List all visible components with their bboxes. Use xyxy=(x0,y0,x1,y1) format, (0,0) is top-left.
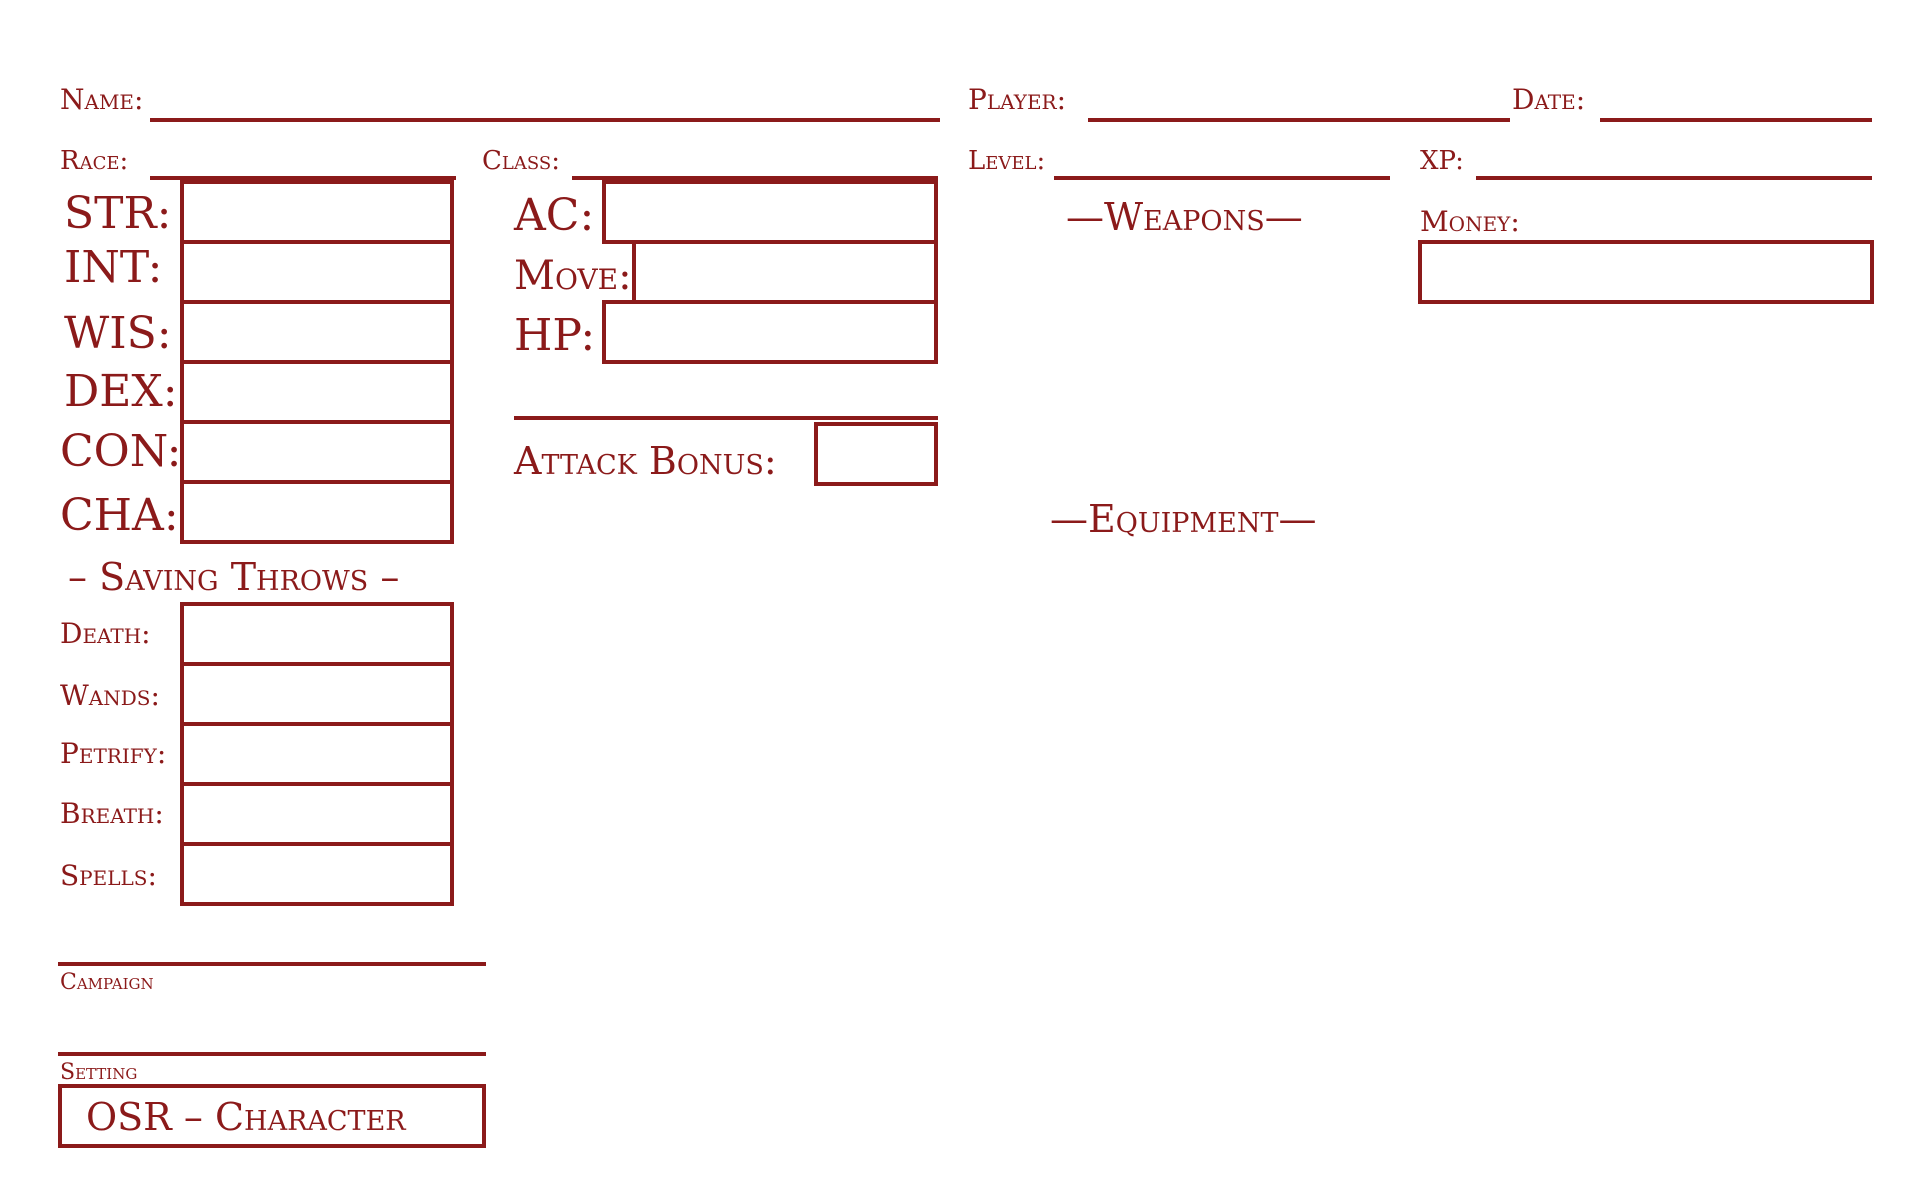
setting-label: Setting xyxy=(60,1060,138,1085)
setting-field[interactable] xyxy=(58,1052,486,1056)
name-label: Name: xyxy=(60,83,144,116)
player-field[interactable] xyxy=(1088,118,1510,122)
class-label: Class: xyxy=(482,146,560,176)
sheet-title-box: OSR – Character xyxy=(58,1084,486,1148)
campaign-label: Campaign xyxy=(60,970,154,995)
race-field[interactable] xyxy=(150,176,456,180)
hp-label: HP: xyxy=(514,310,596,361)
campaign-field[interactable] xyxy=(58,962,486,966)
equipment-heading: —Equipment— xyxy=(1050,497,1317,541)
ac-box[interactable] xyxy=(602,180,938,244)
int-box[interactable] xyxy=(180,240,454,304)
spells-label: Spells: xyxy=(60,859,157,892)
petrify-box[interactable] xyxy=(180,722,454,786)
attack-bonus-label: Attack Bonus: xyxy=(514,439,777,483)
level-label: Level: xyxy=(968,146,1046,176)
date-field[interactable] xyxy=(1600,118,1872,122)
combat-divider xyxy=(514,416,938,420)
attack-bonus-box[interactable] xyxy=(814,422,938,486)
level-field[interactable] xyxy=(1054,176,1390,180)
con-label: CON: xyxy=(60,426,182,477)
class-field[interactable] xyxy=(572,176,938,180)
sheet-title: OSR – Character xyxy=(86,1095,406,1139)
str-box[interactable] xyxy=(180,180,454,244)
int-label: INT: xyxy=(64,242,163,293)
date-label: Date: xyxy=(1512,83,1586,116)
xp-field[interactable] xyxy=(1476,176,1872,180)
str-label: STR: xyxy=(64,188,172,239)
petrify-label: Petrify: xyxy=(60,737,167,770)
breath-label: Breath: xyxy=(60,797,164,830)
hp-box[interactable] xyxy=(602,300,938,364)
xp-label: XP: xyxy=(1420,146,1464,176)
dex-box[interactable] xyxy=(180,360,454,424)
death-box[interactable] xyxy=(180,602,454,666)
wis-label: WIS: xyxy=(64,308,172,359)
move-box[interactable] xyxy=(632,240,938,304)
cha-label: CHA: xyxy=(60,490,179,541)
wands-box[interactable] xyxy=(180,662,454,726)
move-label: Move: xyxy=(514,253,632,299)
con-box[interactable] xyxy=(180,420,454,484)
wands-label: Wands: xyxy=(60,679,160,712)
dex-label: DEX: xyxy=(64,366,178,417)
saving-throws-heading: – Saving Throws – xyxy=(68,555,400,599)
wis-box[interactable] xyxy=(180,300,454,364)
breath-box[interactable] xyxy=(180,782,454,846)
weapons-heading: —Weapons— xyxy=(1066,195,1303,239)
cha-box[interactable] xyxy=(180,480,454,544)
spells-box[interactable] xyxy=(180,842,454,906)
money-box[interactable] xyxy=(1418,240,1874,304)
money-label: Money: xyxy=(1420,205,1520,238)
name-field[interactable] xyxy=(150,118,940,122)
player-label: Player: xyxy=(968,83,1067,116)
ac-label: AC: xyxy=(514,190,595,241)
death-label: Death: xyxy=(60,617,151,650)
race-label: Race: xyxy=(60,146,129,176)
